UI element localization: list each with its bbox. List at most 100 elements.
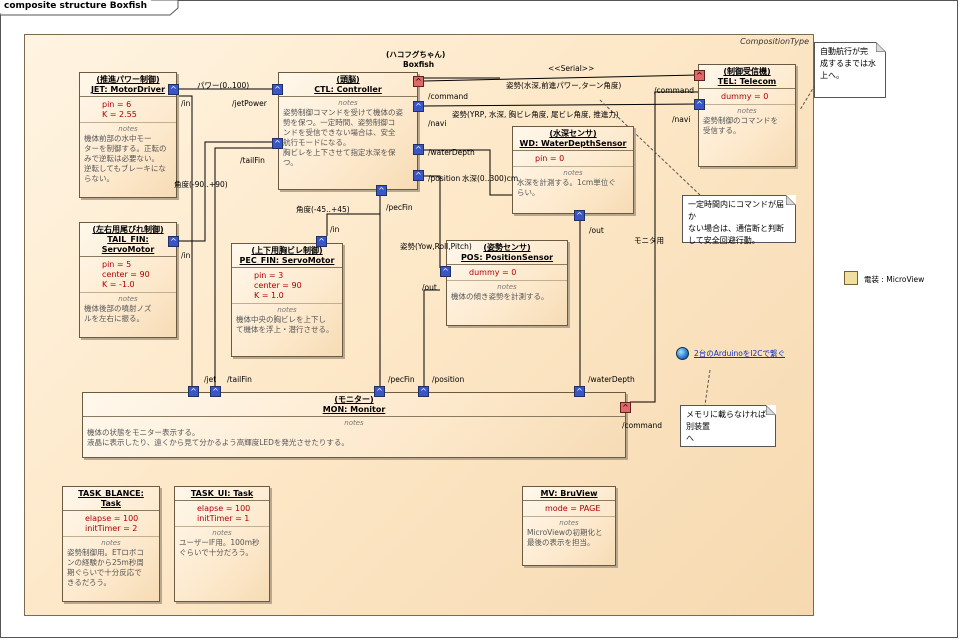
- tail-notes-heading: notes: [118, 295, 138, 303]
- label-tel-command: /command: [654, 86, 694, 95]
- wd-name: WD: WaterDepthSensor: [519, 139, 627, 148]
- tail-stereotype: (左右用尾びれ制御): [92, 225, 164, 234]
- wd-stereotype: (水深センサ): [549, 129, 597, 138]
- note-fold-icon: [786, 195, 796, 205]
- port-mon-jet[interactable]: ^: [188, 386, 199, 397]
- label-mon-pecfin: /pecFin: [388, 375, 415, 384]
- note-memory[interactable]: メモリに載らなければ別装置へ: [680, 405, 776, 447]
- pos-attributes: dummy = 0: [447, 265, 567, 281]
- port-jet-in[interactable]: ^: [168, 84, 179, 95]
- connector-attitude-info-label: 姿勢(YRP, 水深, 胸ビレ角度, 尾ビレ角度, 推進力): [452, 110, 619, 119]
- jet-stereotype: (推進パワー制御): [96, 75, 160, 84]
- tel-stereotype: (制御受信機): [723, 67, 771, 76]
- port-ctl-jetpower[interactable]: ^: [272, 84, 283, 95]
- part-mon-monitor[interactable]: (モニター) MON: Monitor notes 機体の状態をモニター表示する…: [82, 392, 626, 458]
- label-ctl-jetpower: /jetPower: [232, 99, 267, 108]
- part-ctl-controller[interactable]: (頭脳) CTL: Controller notes 姿勢制御コマンドを受けて機…: [278, 72, 418, 190]
- part-wd-waterdepthsensor[interactable]: (水深センサ) WD: WaterDepthSensor pin = 0 not…: [512, 126, 634, 214]
- composite-name: Boxfish: [403, 60, 435, 69]
- ui-notes-heading: notes: [212, 529, 232, 537]
- port-ctl-command[interactable]: ^: [413, 76, 424, 87]
- ctl-notes: 姿勢制御コマンドを受けて機体の姿勢を保つ。一定時間、姿勢制御コンドを受信できない…: [283, 108, 403, 167]
- pec-notes: 機体中央の胸ビレを上下して機体を浮上・潜行させる。: [236, 315, 334, 334]
- i2c-link[interactable]: 2台のArduinoをI2Cで繋ぐ: [694, 349, 786, 358]
- mv-attributes: mode = PAGE: [523, 501, 615, 517]
- mon-name: MON: Monitor: [322, 405, 386, 414]
- port-ctl-navi[interactable]: ^: [413, 101, 424, 112]
- jet-attributes: pin = 6 K = 2.55: [80, 97, 176, 123]
- ui-name: TASK_UI: Task: [190, 489, 254, 498]
- port-mon-waterdepth[interactable]: ^: [574, 386, 585, 397]
- connector-serial-label: <<Serial>>: [548, 64, 595, 73]
- label-pec-in: /in: [330, 225, 340, 234]
- tel-notes: 姿勢制御のコマンドを受信する。: [703, 116, 778, 135]
- port-mon-pecfin[interactable]: ^: [374, 386, 385, 397]
- port-ctl-tailfin[interactable]: ^: [272, 138, 283, 149]
- label-mon-tailfin: /tailFin: [227, 375, 252, 384]
- connector-power-label: パワー(0..100): [197, 81, 250, 90]
- port-tail-in[interactable]: ^: [168, 236, 179, 247]
- label-pos-out: /out: [422, 283, 437, 292]
- part-tel-telecom[interactable]: (制御受信機) TEL: Telecom dummy = 0 notes 姿勢制…: [698, 64, 796, 167]
- port-mon-tailfin[interactable]: ^: [210, 386, 221, 397]
- mon-stereotype: (モニター): [334, 395, 374, 404]
- port-mon-command[interactable]: ^: [620, 402, 631, 413]
- label-ctl-tailfin: /tailFin: [240, 156, 265, 165]
- label-mon-jet: /jet: [204, 375, 217, 384]
- blance-name: TASK_BLANCE:: [78, 489, 144, 498]
- blance-name-type: Task: [101, 499, 121, 508]
- note-timeout[interactable]: 一定時間内にコマンドが届かない場合は、通信断と判断して安全回避行動。: [682, 195, 796, 245]
- composite-stereotype: (ハコフグちゃん): [386, 50, 446, 59]
- blance-notes: 姿勢制御用。ETロボコンの経験から25m秒周期ぐらいで十分反応できるだろう。: [67, 548, 144, 587]
- part-mv-bruview[interactable]: MV: BruView mode = PAGE notes MicroViewの…: [522, 486, 616, 566]
- wd-notes: 水深を計測する。1cm単位ぐらい。: [517, 178, 616, 197]
- connector-tail-angle-label: 角度(-90..+90): [174, 180, 228, 189]
- port-tel-navi[interactable]: ^: [694, 99, 705, 110]
- globe-icon: [676, 347, 689, 360]
- label-ctl-waterdepth: /waterDepth: [428, 148, 475, 157]
- part-pos-positionsensor[interactable]: (姿勢センサ) POS: PositionSensor dummy = 0 no…: [446, 240, 568, 326]
- label-ctl-pecfin: /pecFin: [386, 203, 413, 212]
- pec-stereotype: (上下用胸ビレ制御): [251, 246, 323, 255]
- port-ctl-position[interactable]: ^: [413, 170, 424, 181]
- port-pec-in[interactable]: ^: [316, 236, 327, 247]
- ctl-stereotype: (頭脳): [336, 75, 360, 84]
- tel-notes-heading: notes: [737, 107, 757, 115]
- port-ctl-waterdepth[interactable]: ^: [413, 144, 424, 155]
- tail-name-type: ServoMotor: [101, 245, 155, 254]
- mv-name: MV: BruView: [540, 489, 598, 498]
- pos-stereotype: (姿勢センサ): [483, 243, 531, 252]
- mv-notes: MicroViewの初期化と最後の表示を担当。: [527, 528, 603, 547]
- tel-attr-dummy: dummy = 0: [721, 92, 769, 101]
- pec-notes-heading: notes: [277, 306, 297, 314]
- label-mon-position: /position: [432, 375, 465, 384]
- label-tel-navi: /navi: [672, 115, 691, 124]
- label-ctl-command: /command: [428, 92, 468, 101]
- port-mon-position[interactable]: ^: [418, 386, 429, 397]
- jet-attr-k: K = 2.55: [102, 110, 137, 119]
- mv-notes-heading: notes: [559, 519, 579, 527]
- pos-name: POS: PositionSensor: [460, 253, 554, 262]
- ctl-notes-heading: notes: [338, 99, 358, 107]
- jet-name: JET: MotorDriver: [90, 85, 166, 94]
- port-ctl-pecfin[interactable]: ^: [376, 185, 387, 196]
- jet-attr-pin: pin = 6: [102, 100, 132, 109]
- pec-name: PEC_FIN: ServoMotor: [239, 256, 335, 265]
- component-icon: [844, 271, 858, 285]
- port-wd-out[interactable]: ^: [574, 210, 585, 221]
- part-jet-motordriver[interactable]: (推進パワー制御) JET: MotorDriver pin = 6 K = 2…: [79, 72, 177, 198]
- label-ctl-navi: /navi: [428, 119, 447, 128]
- note-auto-navigation[interactable]: 自動航行が完成するまでは水上へ。: [814, 42, 886, 98]
- port-tel-command[interactable]: ^: [694, 70, 705, 81]
- port-pos-out[interactable]: ^: [440, 266, 451, 277]
- jet-notes-heading: notes: [118, 125, 138, 133]
- connector-depth-label: 水深(0..300)cm: [462, 174, 519, 183]
- note-fold-icon: [876, 42, 886, 52]
